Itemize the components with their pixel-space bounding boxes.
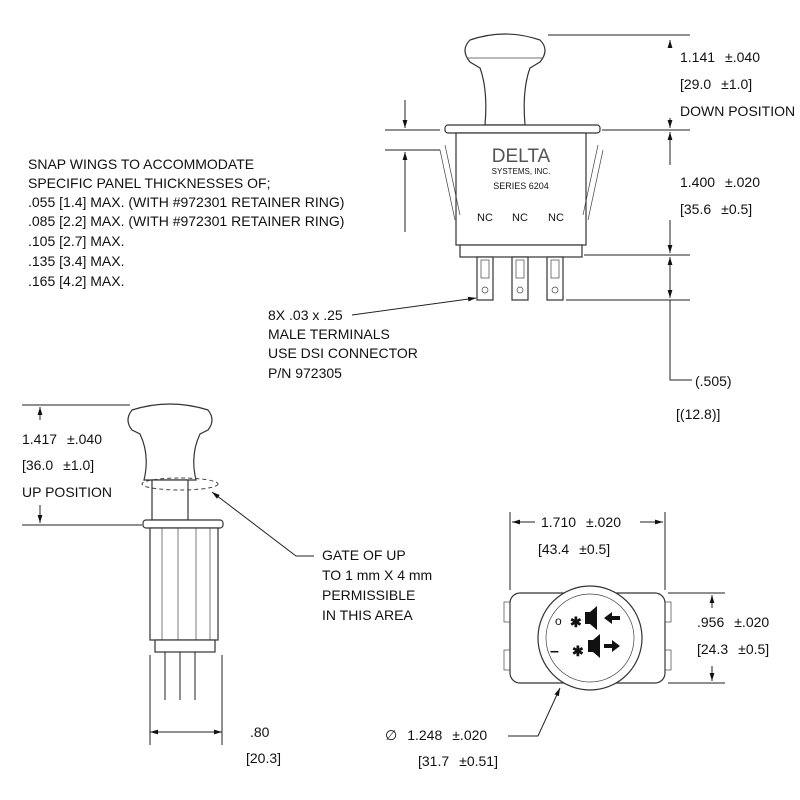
terminal-label-2: NC <box>512 212 528 224</box>
gate-note-line: TO 1 mm X 4 mm <box>322 567 432 583</box>
bottom-height-dim-metric: [24.3±0.5] <box>697 641 769 657</box>
svg-text:SNAP WINGS TO ACCOMMODATE: SNAP WINGS TO ACCOMMODATE <box>28 156 254 172</box>
bottom-width-dim: 1.710±.020 <box>541 514 621 530</box>
knob-down-dim-metric: [29.0±1.0] <box>680 76 752 92</box>
arrow-left-icon <box>604 612 620 624</box>
horn-on-icon <box>588 634 600 658</box>
body-height-dim-metric: [35.6±0.5] <box>680 201 752 217</box>
svg-text:.105 [2.7] MAX.: .105 [2.7] MAX. <box>28 233 125 249</box>
diameter-dim: ∅1.248±.020 <box>385 727 487 743</box>
terminal-label-1: NC <box>477 212 493 224</box>
knob-down-dim: 1.141±.040 <box>680 49 760 65</box>
off-symbol: o <box>555 614 562 628</box>
side-width-dim: .80 <box>250 724 270 740</box>
series-label: SERIES 6204 <box>493 181 549 191</box>
side-view-switch <box>127 403 224 700</box>
svg-text:MALE TERMINALS: MALE TERMINALS <box>268 326 390 342</box>
svg-text:SPECIFIC PANEL THICKNESSES OF;: SPECIFIC PANEL THICKNESSES OF; <box>28 175 270 191</box>
light-icon: ✱ <box>570 614 582 630</box>
up-position-label: UP POSITION <box>22 484 112 500</box>
gate-note-line: PERMISSIBLE <box>322 587 415 603</box>
run-symbol: – <box>550 643 559 660</box>
bottom-height-dim: .956±.020 <box>697 614 769 630</box>
svg-text:USE DSI CONNECTOR: USE DSI CONNECTOR <box>268 345 418 361</box>
bottom-view-switch: o – ✱ ✱ <box>503 585 672 691</box>
side-view-dimensions: 1.417±.040 [36.0±1.0] UP POSITION GATE O… <box>22 404 432 766</box>
terminal-length-dim: (.505) <box>695 373 732 389</box>
svg-text:P/N 972305: P/N 972305 <box>268 365 342 381</box>
terminal-note: 8X .03 x .25 MALE TERMINALS USE DSI CONN… <box>268 296 477 381</box>
svg-text:.055 [1.4] MAX. (WITH #972301: .055 [1.4] MAX. (WITH #972301 RETAINER R… <box>28 194 344 210</box>
light-on-icon: ✱ <box>572 643 584 659</box>
body-height-dim: 1.400±.020 <box>680 174 760 190</box>
side-width-dim-metric: [20.3] <box>246 750 281 766</box>
top-view-switch: DELTA SYSTEMS, INC. SERIES 6204 NC NC NC <box>439 33 604 301</box>
terminals <box>476 256 564 301</box>
svg-text:.135 [3.4] MAX.: .135 [3.4] MAX. <box>28 253 125 269</box>
snap-wings-note: SNAP WINGS TO ACCOMMODATE SPECIFIC PANEL… <box>28 156 344 289</box>
brand-subtitle: SYSTEMS, INC. <box>492 167 551 176</box>
svg-text:8X .03 x .25: 8X .03 x .25 <box>268 307 343 323</box>
bottom-width-dim-metric: [43.4±0.5] <box>538 541 610 557</box>
gate-note-line: GATE OF UP <box>322 547 406 563</box>
gate-note-line: IN THIS AREA <box>322 607 413 623</box>
knob-up-dim-metric: [36.0±1.0] <box>22 457 94 473</box>
down-position-label: DOWN POSITION <box>680 103 795 119</box>
horn-icon <box>585 606 597 630</box>
top-view-dimensions: 1.141±.040 [29.0±1.0] DOWN POSITION 1.40… <box>385 34 795 422</box>
terminal-length-dim-metric: [(12.8)] <box>676 406 720 422</box>
arrow-right-icon <box>604 640 620 652</box>
knob-up-dim: 1.417±.040 <box>22 431 102 447</box>
terminal-label-3: NC <box>548 212 564 224</box>
svg-text:.165 [4.2] MAX.: .165 [4.2] MAX. <box>28 273 125 289</box>
diameter-dim-metric: [31.7±0.51] <box>418 753 498 769</box>
brand-logo: DELTA <box>492 146 551 167</box>
svg-text:.085 [2.2] MAX. (WITH #972301: .085 [2.2] MAX. (WITH #972301 RETAINER R… <box>28 213 344 229</box>
